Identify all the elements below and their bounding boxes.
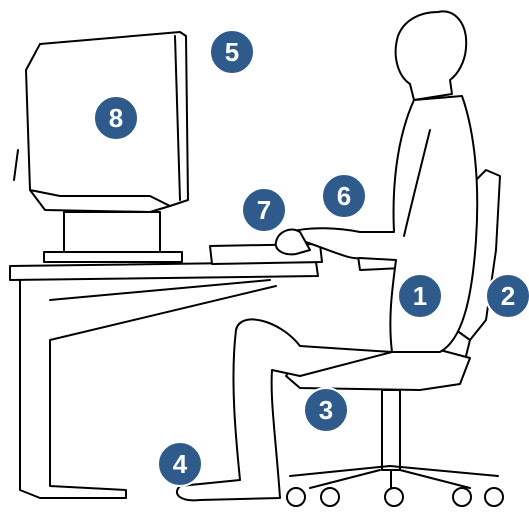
- marker-2-label: 2: [501, 281, 515, 311]
- marker-6-label: 6: [337, 181, 351, 211]
- marker-6: 6: [322, 174, 366, 218]
- marker-5: 5: [210, 30, 254, 74]
- monitor-neck: [64, 212, 160, 252]
- marker-3: 3: [304, 388, 348, 432]
- marker-1-label: 1: [413, 281, 427, 311]
- monitor-base: [44, 252, 182, 262]
- marker-3-label: 3: [319, 395, 333, 425]
- marker-7: 7: [242, 188, 286, 232]
- marker-4: 4: [158, 442, 202, 486]
- marker-2: 2: [486, 274, 529, 318]
- marker-1: 1: [398, 274, 442, 318]
- chair-column: [382, 390, 400, 470]
- person-legs: [177, 319, 392, 500]
- monitor: [14, 32, 188, 262]
- desk-top: [10, 262, 318, 280]
- chair-caster: [485, 488, 503, 506]
- desk-leg-inner: [50, 280, 270, 300]
- marker-7-label: 7: [257, 195, 271, 225]
- person-head: [396, 11, 467, 100]
- chair-caster: [385, 488, 403, 506]
- chair-caster: [287, 488, 305, 506]
- person-torso: [290, 96, 477, 352]
- marker-5-label: 5: [225, 37, 239, 67]
- monitor-cable: [14, 150, 18, 180]
- chair-caster: [453, 488, 471, 506]
- marker-4-label: 4: [173, 449, 188, 479]
- marker-8: 8: [94, 96, 138, 140]
- chair-caster: [321, 488, 339, 506]
- marker-8-label: 8: [109, 103, 123, 133]
